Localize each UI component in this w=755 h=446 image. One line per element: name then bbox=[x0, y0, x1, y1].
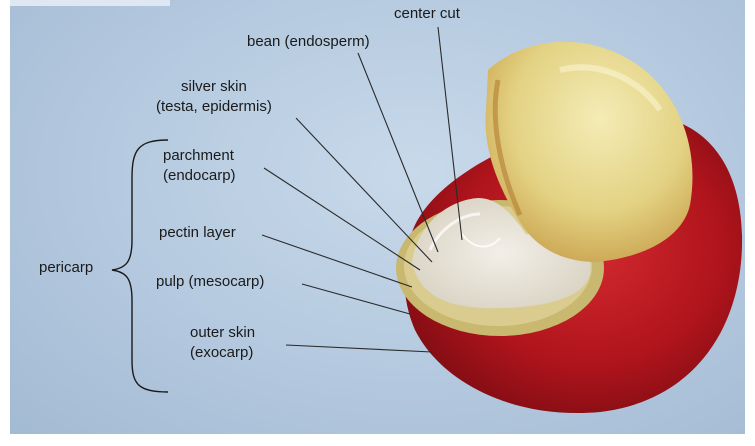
label-pectin-layer: pectin layer bbox=[159, 223, 236, 243]
label-parchment: parchment (endocarp) bbox=[163, 146, 236, 186]
pericarp-brace bbox=[112, 140, 168, 392]
leader-pulp bbox=[302, 284, 410, 314]
leader-silver-skin bbox=[296, 118, 432, 262]
leader-outer-skin bbox=[286, 345, 432, 352]
label-center-cut: center cut bbox=[394, 4, 460, 24]
label-pulp: pulp (mesocarp) bbox=[156, 272, 264, 292]
label-bean: bean (endosperm) bbox=[247, 32, 370, 52]
leader-pectin bbox=[262, 235, 412, 287]
label-pericarp: pericarp bbox=[39, 258, 93, 278]
leader-bean bbox=[358, 53, 438, 252]
label-outer-skin: outer skin (exocarp) bbox=[190, 323, 255, 363]
leader-parchment bbox=[264, 168, 420, 270]
label-silver-skin: silver skin (testa, epidermis) bbox=[156, 77, 272, 117]
